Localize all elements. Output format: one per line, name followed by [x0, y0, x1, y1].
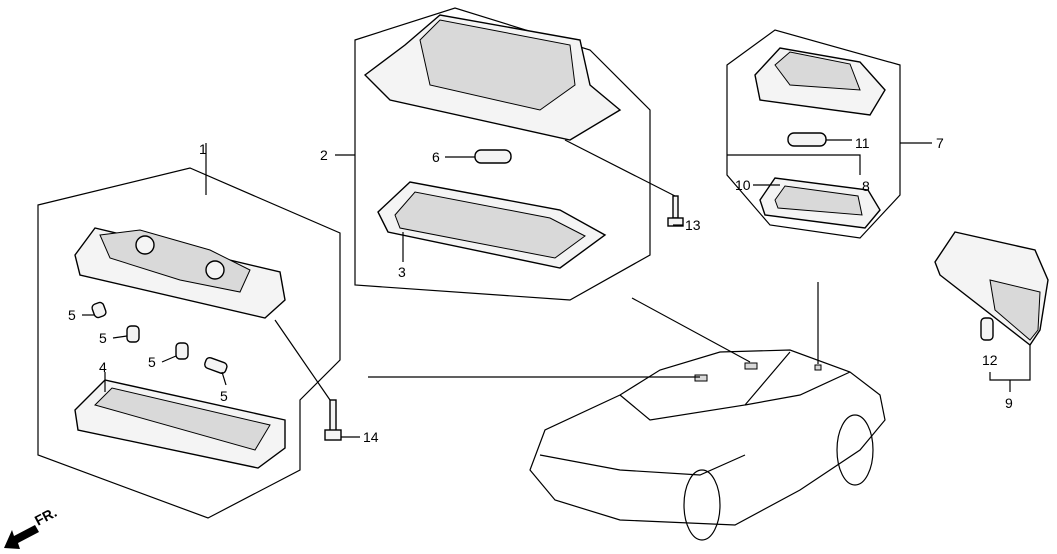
cargo-light-lens-10: [759, 177, 881, 229]
front-indicator-label: FR.: [32, 504, 59, 529]
front-direction-arrow-icon: [4, 525, 39, 549]
callout-7: 7: [936, 135, 944, 151]
callout-12: 12: [982, 352, 998, 368]
map-light-lens: [74, 379, 286, 469]
callout-4: 4: [99, 359, 107, 375]
group-2-outline: [354, 7, 651, 301]
group-8-bracket: [727, 154, 861, 175]
screw-13: [667, 195, 684, 227]
callout-5: 5: [68, 307, 76, 323]
leader-lines: [82, 139, 1011, 438]
callout-3: 3: [398, 264, 406, 280]
callout-13: 13: [685, 217, 701, 233]
callout-11: 11: [855, 135, 870, 151]
bulb-6: [474, 149, 512, 164]
callout-8: 8: [862, 178, 870, 194]
group-7-outline: [726, 29, 901, 239]
callout-14: 14: [363, 429, 379, 445]
callout-10: 10: [735, 177, 751, 193]
callout-1: 1: [199, 141, 207, 157]
callout-6: 6: [432, 149, 440, 165]
map-light-housing: [74, 227, 286, 319]
cargo-light-housing: [754, 47, 886, 116]
group-1-outline: [37, 167, 341, 519]
callout-5: 5: [220, 388, 228, 404]
trunk-light-assembly: [934, 231, 1049, 347]
bulb-11: [787, 132, 827, 147]
car-illustration: [529, 349, 886, 541]
dome-light-lens: [377, 181, 607, 269]
callout-9: 9: [1005, 395, 1013, 411]
bulb-12: [980, 317, 994, 341]
dome-light-housing: [363, 14, 622, 141]
bulbs-5: [91, 301, 228, 374]
callout-2: 2: [320, 147, 328, 163]
callout-5: 5: [99, 330, 107, 346]
callout-5: 5: [148, 354, 156, 370]
bolt-14: [324, 399, 342, 441]
